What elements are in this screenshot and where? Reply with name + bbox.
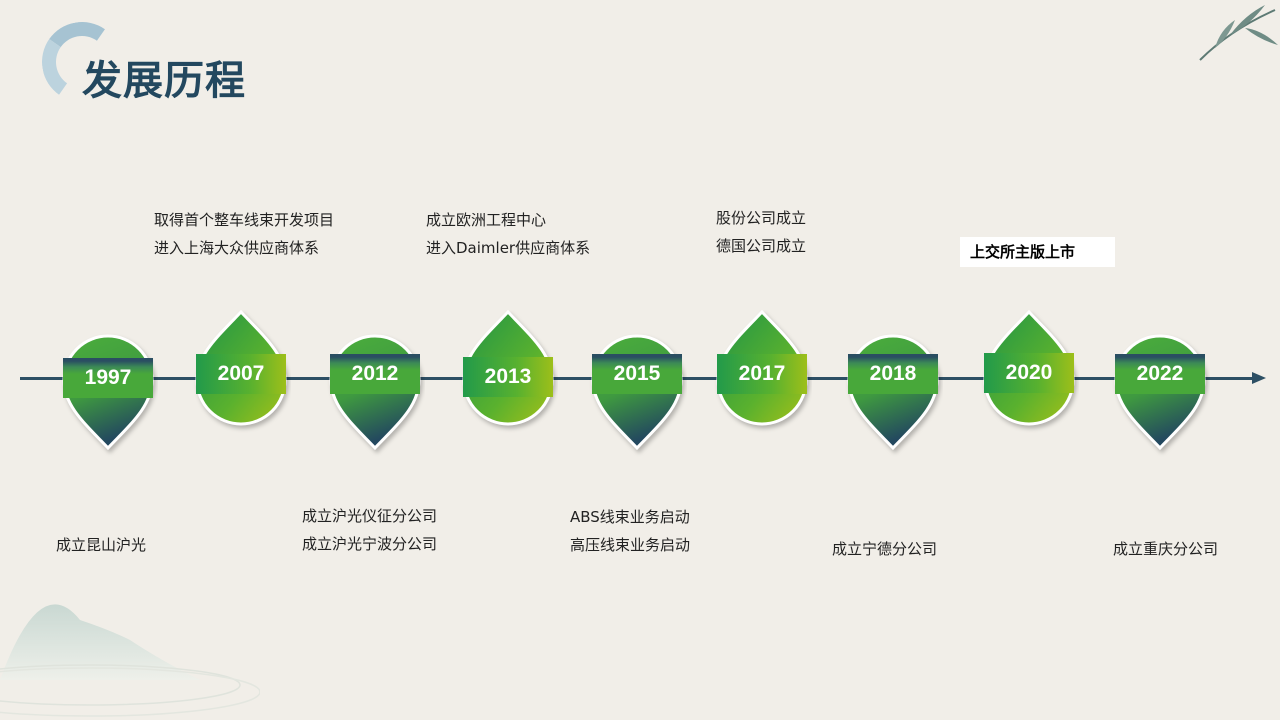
milestone-text: 成立宁德分公司 — [832, 540, 938, 558]
milestone-marker-2007: 2007 — [191, 310, 291, 440]
highlight-box: 上交所主版上市 — [960, 237, 1115, 267]
milestone-description: 股份公司成立德国公司成立 — [716, 204, 806, 260]
milestone-text: 成立欧洲工程中心 — [426, 211, 547, 229]
milestone-marker-2022: 2022 — [1110, 330, 1210, 460]
year-label: 2007 — [196, 354, 286, 394]
milestone-text: 进入Daimler供应商体系 — [426, 239, 591, 257]
milestone-description: 成立沪光仪征分公司成立沪光宁波分公司 — [302, 502, 437, 558]
milestone-marker-2013: 2013 — [458, 310, 558, 440]
year-label: 2020 — [984, 353, 1074, 393]
drop-down-shape — [847, 334, 939, 451]
drop-down-shape — [591, 334, 683, 451]
milestone-marker-2018: 2018 — [843, 330, 943, 460]
page-title: 发展历程 — [82, 58, 246, 104]
milestone-text: 股份公司成立 — [716, 209, 807, 227]
milestone-description: 成立重庆分公司 — [1113, 535, 1218, 563]
milestone-text: 上交所主版上市 — [970, 243, 1076, 261]
milestone-marker-2012: 2012 — [325, 330, 425, 460]
milestone-text: 德国公司成立 — [716, 237, 807, 255]
milestone-description: 成立欧洲工程中心进入Daimler供应商体系 — [426, 206, 590, 262]
year-label: 2017 — [717, 354, 807, 394]
milestone-text: 成立沪光仪征分公司 — [302, 507, 438, 525]
milestone-description: 成立昆山沪光 — [56, 531, 146, 559]
year-label: 2013 — [463, 357, 553, 397]
year-label: 2018 — [848, 354, 938, 394]
milestone-description: ABS线束业务启动高压线束业务启动 — [570, 503, 690, 559]
milestone-text: 进入上海大众供应商体系 — [154, 239, 320, 257]
timeline-arrow-icon — [1252, 372, 1266, 384]
milestone-text: 取得首个整车线束开发项目 — [154, 211, 335, 229]
milestone-marker-2017: 2017 — [712, 310, 812, 440]
year-label: 1997 — [63, 358, 153, 398]
milestone-text: 成立沪光宁波分公司 — [302, 535, 438, 553]
milestone-marker-2020: 2020 — [979, 310, 1079, 440]
year-label: 2012 — [330, 354, 420, 394]
milestone-marker-1997: 1997 — [58, 330, 158, 460]
milestone-text: 成立昆山沪光 — [56, 536, 147, 554]
milestone-marker-2015: 2015 — [587, 330, 687, 460]
milestone-text: 成立重庆分公司 — [1113, 540, 1219, 558]
milestone-text: 高压线束业务启动 — [570, 536, 691, 554]
milestone-description: 取得首个整车线束开发项目进入上海大众供应商体系 — [154, 206, 334, 262]
milestone-description: 成立宁德分公司 — [832, 535, 937, 563]
mountain-decoration — [0, 604, 260, 717]
bamboo-leaf-icon — [1199, 5, 1278, 61]
drop-down-shape — [329, 334, 421, 451]
year-label: 2015 — [592, 354, 682, 394]
year-label: 2022 — [1115, 354, 1205, 394]
milestone-text: ABS线束业务启动 — [570, 508, 690, 526]
drop-down-shape — [1114, 334, 1206, 451]
